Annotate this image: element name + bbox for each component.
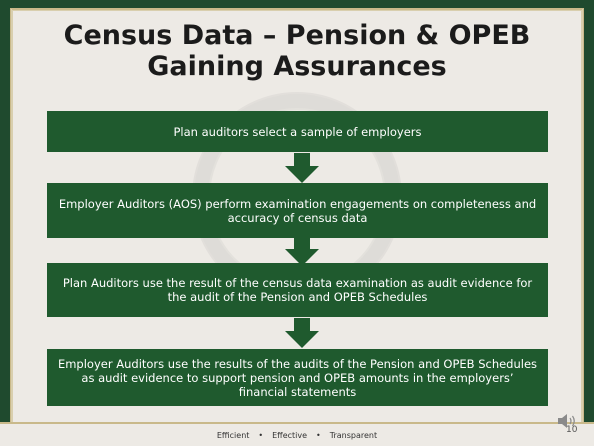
page-number: 10 (566, 425, 578, 435)
step-box-2: Employer Auditors (AOS) perform examinat… (47, 183, 548, 238)
down-arrow-icon (285, 153, 319, 183)
footer-separator: • (258, 430, 264, 440)
title-line-2: Gaining Assurances (147, 51, 447, 82)
footer-separator: • (316, 430, 321, 440)
step-text-2: Employer Auditors (AOS) perform examinat… (58, 196, 537, 225)
footer-divider (0, 422, 594, 424)
step-box-4: Employer Auditors use the results of the… (47, 349, 548, 406)
speaker-icon[interactable] (556, 412, 578, 430)
down-arrow-icon (285, 236, 319, 266)
footer-word-transparent: Transparent (329, 430, 378, 440)
footer-word-efficient: Efficient (216, 430, 250, 440)
slide-title: Census Data – Pension & OPEB Gaining Ass… (0, 20, 594, 82)
step-box-1: Plan auditors select a sample of employe… (47, 111, 548, 152)
step-text-1: Plan auditors select a sample of employe… (173, 124, 422, 139)
step-box-3: Plan Auditors use the result of the cens… (47, 263, 548, 317)
top-accent-line (12, 8, 582, 10)
step-text-3: Plan Auditors use the result of the cens… (62, 276, 533, 304)
footer-word-effective: Effective (272, 430, 308, 440)
down-arrow-icon (285, 318, 319, 348)
step-text-4: Employer Auditors use the results of the… (57, 356, 538, 399)
slide-footer: Efficient • Effective • Transparent (0, 424, 594, 446)
title-line-1: Census Data – Pension & OPEB (63, 20, 531, 51)
